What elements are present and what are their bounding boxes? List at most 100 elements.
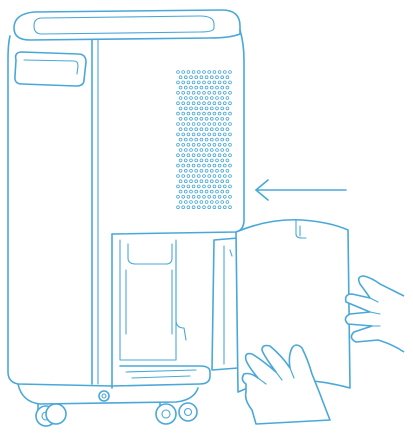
vent-hole [187, 81, 190, 84]
vent-hole [226, 201, 229, 204]
vent-hole [179, 86, 182, 89]
vent-hole [213, 81, 216, 84]
vent-hole [216, 149, 219, 152]
left-arrow-icon [256, 180, 346, 200]
vent-hole [179, 201, 182, 204]
vent-hole [223, 164, 226, 167]
vent-hole [205, 201, 208, 204]
vent-hole [200, 180, 203, 183]
vent-hole [210, 149, 213, 152]
vent-hole [179, 117, 182, 120]
vent-hole [197, 133, 200, 136]
vent-hole [216, 86, 219, 89]
vent-hole [216, 97, 219, 100]
vent-hole [187, 175, 190, 178]
vent-hole [192, 175, 195, 178]
vent-hole [195, 107, 198, 110]
vent-hole [218, 206, 221, 209]
vent-hole [229, 81, 232, 84]
vent-hole [190, 180, 193, 183]
vent-hole [221, 190, 224, 193]
vent-hole [200, 76, 203, 79]
vent-hole [223, 123, 226, 126]
vent-hole [182, 71, 185, 74]
vent-hole [197, 112, 200, 115]
vent-hole [177, 143, 180, 146]
vent-hole [208, 175, 211, 178]
right-hand-icon [345, 276, 404, 352]
vent-hole [179, 190, 182, 193]
vent-hole [195, 128, 198, 131]
vent-hole [184, 201, 187, 204]
tank-back-panel [212, 238, 238, 370]
vent-hole [200, 107, 203, 110]
vent-hole [184, 180, 187, 183]
vent-hole [229, 91, 232, 94]
vent-hole [192, 133, 195, 136]
vent-hole [229, 133, 232, 136]
vent-hole [208, 81, 211, 84]
vent-hole [223, 102, 226, 105]
vent-hole [208, 185, 211, 188]
vent-hole [200, 86, 203, 89]
vent-hole [190, 190, 193, 193]
vent-hole [187, 154, 190, 157]
vent-hole [187, 206, 190, 209]
vent-hole [192, 81, 195, 84]
vent-hole [177, 185, 180, 188]
vent-hole [192, 71, 195, 74]
vent-hole [184, 107, 187, 110]
vent-hole [213, 206, 216, 209]
vent-hole [187, 164, 190, 167]
vent-hole [229, 154, 232, 157]
vent-hole [203, 185, 206, 188]
vent-hole [179, 159, 182, 162]
vent-hole [223, 175, 226, 178]
vent-hole [210, 86, 213, 89]
vent-hole [203, 123, 206, 126]
vent-hole [205, 107, 208, 110]
vent-hole [195, 149, 198, 152]
vent-hole [192, 123, 195, 126]
vent-hole [187, 185, 190, 188]
vent-hole [179, 107, 182, 110]
vent-hole [208, 123, 211, 126]
vent-hole [213, 164, 216, 167]
vent-hole [190, 201, 193, 204]
caster-wheels [36, 402, 197, 426]
vent-hole [221, 180, 224, 183]
vent-hole [223, 133, 226, 136]
vent-hole [223, 185, 226, 188]
vent-hole [184, 97, 187, 100]
vent-hole [205, 97, 208, 100]
vent-hole [226, 159, 229, 162]
vent-hole [200, 149, 203, 152]
vent-hole [208, 164, 211, 167]
vent-hole [218, 185, 221, 188]
vent-hole [182, 154, 185, 157]
vent-hole [182, 164, 185, 167]
vent-hole [195, 97, 198, 100]
vent-hole [182, 102, 185, 105]
vent-hole [218, 133, 221, 136]
vent-hole [184, 86, 187, 89]
base-tray [112, 366, 210, 386]
vent-hole [195, 190, 198, 193]
vent-hole [197, 102, 200, 105]
vent-hole [205, 76, 208, 79]
vent-hole [223, 143, 226, 146]
vent-hole [197, 143, 200, 146]
vent-hole [205, 180, 208, 183]
vent-hole [182, 123, 185, 126]
vent-hole [203, 206, 206, 209]
vent-hole [223, 91, 226, 94]
vent-hole [218, 143, 221, 146]
vent-hole [200, 117, 203, 120]
vent-hole [190, 128, 193, 131]
vent-hole [216, 201, 219, 204]
vent-hole [192, 195, 195, 198]
vent-hole [210, 97, 213, 100]
vent-hole [197, 206, 200, 209]
vent-hole [179, 180, 182, 183]
